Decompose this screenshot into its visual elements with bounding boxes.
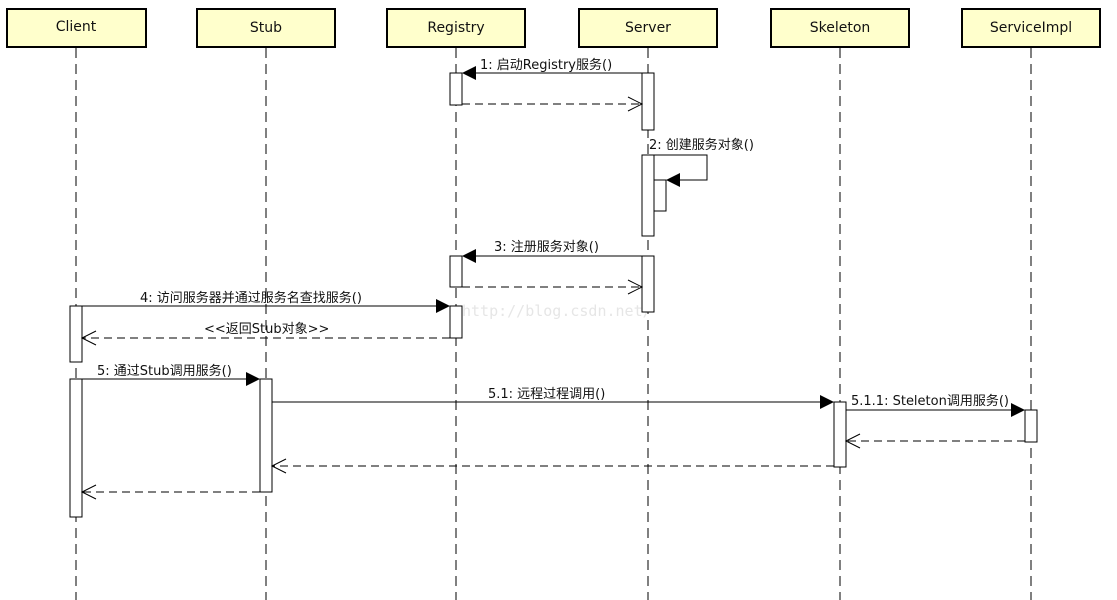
return-4: <<返回Stub对象>>: [80, 322, 450, 346]
activation-stub: [259, 378, 273, 493]
activation-server: [641, 255, 655, 313]
arrow-open-head: [627, 96, 644, 112]
return-1: [462, 96, 644, 112]
message-2: 2: 创建服务对象(): [649, 137, 754, 187]
message-label: 5: 通过Stub调用服务(): [97, 363, 232, 379]
message-label: 5.1.1: Steleton调用服务(): [851, 393, 1009, 409]
arrow-open-head: [270, 458, 287, 474]
self-call-line: [654, 154, 708, 181]
message-5-1-1: 5.1.1: Steleton调用服务(): [846, 393, 1025, 417]
message-4: 4: 访问服务器并通过服务名查找服务(): [82, 290, 450, 313]
return-5-1: [270, 458, 834, 474]
participant-label: Registry: [427, 20, 484, 36]
activation-client: [69, 378, 83, 518]
arrow-filled-head: [436, 299, 450, 313]
participant-serviceimpl: ServiceImpl: [961, 8, 1101, 48]
participant-label: Skeleton: [810, 20, 871, 36]
watermark: http://blog.csdn.net/: [462, 302, 652, 320]
participant-box: [578, 8, 718, 48]
message-label: 2: 创建服务对象(): [649, 137, 754, 153]
participant-label: Client: [56, 19, 97, 35]
participant-box: [770, 8, 910, 48]
arrow-open-head: [844, 433, 861, 449]
activation-server: [641, 72, 655, 131]
participant-label: Stub: [250, 20, 282, 36]
message-3: 3: 注册服务对象(): [462, 239, 642, 263]
arrow-open-head: [80, 484, 97, 500]
participant-box: [196, 8, 336, 48]
arrow-open-head: [80, 330, 97, 346]
message-5: 5: 通过Stub调用服务(): [82, 363, 260, 386]
message-label: 3: 注册服务对象(): [494, 239, 599, 255]
message-label: <<返回Stub对象>>: [204, 322, 329, 337]
participant-registry: Registry: [386, 8, 526, 48]
activation-serviceimpl: [1024, 409, 1038, 443]
arrow-filled-head: [246, 372, 260, 386]
message-label: 5.1: 远程过程调用(): [488, 387, 605, 402]
activations: [69, 72, 1038, 518]
participant-box: [6, 8, 147, 48]
participant-label: ServiceImpl: [990, 20, 1072, 36]
activation-registry: [449, 72, 463, 106]
participant-box: [386, 8, 526, 48]
participant-client: Client: [6, 8, 147, 48]
activation-skeleton: [833, 401, 847, 468]
return-5: [80, 484, 260, 500]
arrow-filled-head: [462, 249, 476, 263]
arrow-filled-head: [666, 173, 680, 187]
activation-server: [641, 154, 655, 237]
participant-label: Server: [625, 20, 671, 36]
arrow-filled-head: [820, 395, 834, 409]
activation-client: [69, 305, 83, 363]
arrow-open-head: [627, 279, 644, 295]
participant-server: Server: [578, 8, 718, 48]
participant-stub: Stub: [196, 8, 336, 48]
message-label: 4: 访问服务器并通过服务名查找服务(): [140, 290, 362, 306]
return-5-1-1: [844, 433, 1025, 449]
participant-box: [961, 8, 1101, 48]
participant-skeleton: Skeleton: [770, 8, 910, 48]
arrow-filled-head: [1011, 403, 1025, 417]
activation-registry: [449, 255, 463, 288]
return-3: [462, 279, 644, 295]
arrow-filled-head: [462, 66, 476, 80]
activation-registry: [449, 305, 463, 339]
activation-server-self: [653, 179, 667, 212]
message-5-1: 5.1: 远程过程调用(): [272, 387, 834, 409]
message-label: 1: 启动Registry服务(): [480, 57, 612, 73]
message-1: 1: 启动Registry服务(): [462, 57, 642, 80]
